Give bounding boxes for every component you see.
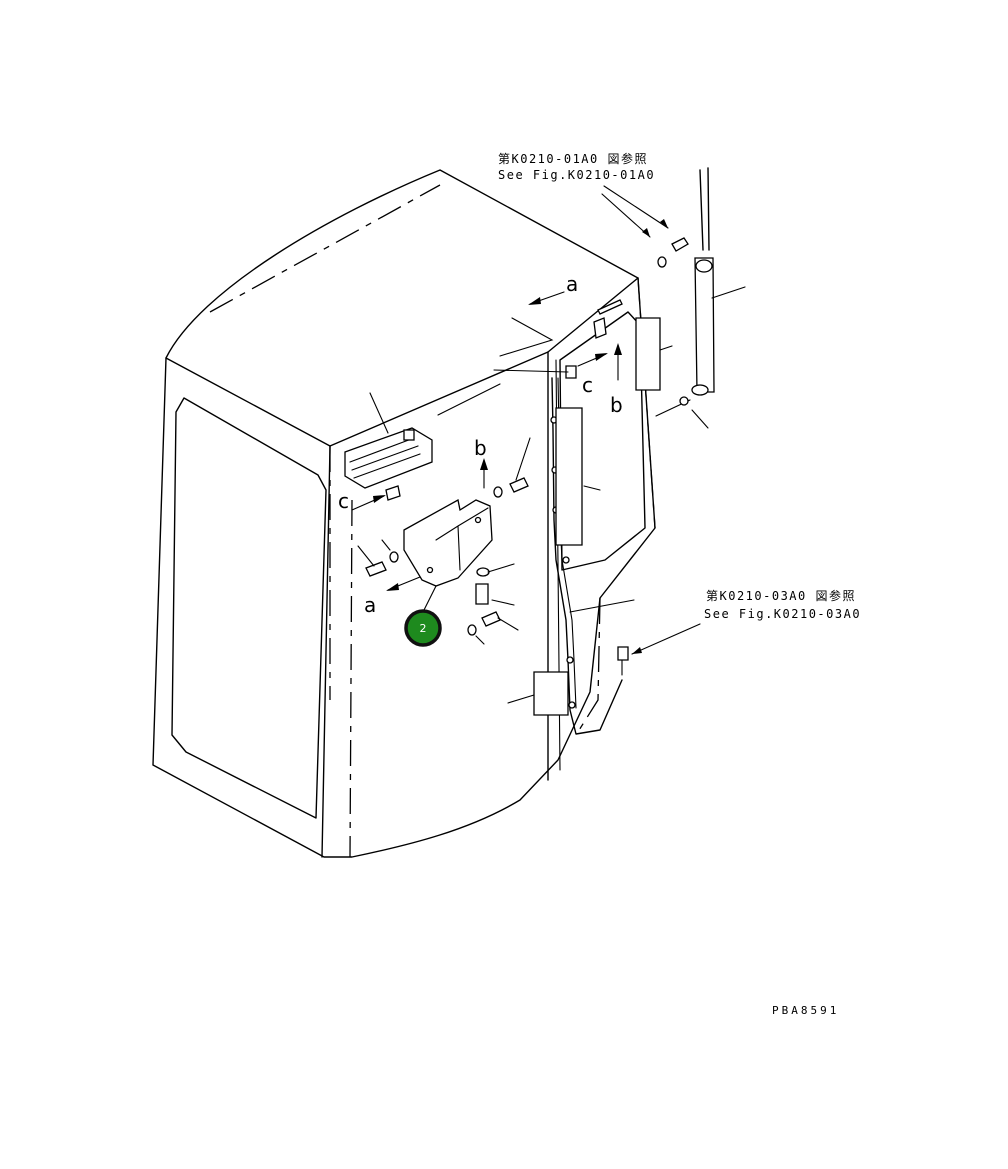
bolt-icon <box>671 237 689 252</box>
side-rear-dash <box>349 499 353 858</box>
antenna-leader <box>711 286 746 299</box>
roof-edge-line <box>165 277 639 447</box>
harness-leader <box>569 599 635 613</box>
part-callout-badge[interactable]: 2 <box>404 609 442 647</box>
radio-knob <box>403 429 415 441</box>
bolt-vertical-leader <box>491 599 515 606</box>
bolt-leader-left <box>357 539 391 567</box>
bolt-vertical <box>475 583 489 605</box>
radio-face-lines <box>349 437 421 479</box>
radio-unit <box>344 427 433 489</box>
label-b-right: b <box>610 393 623 417</box>
cab-body <box>152 169 656 858</box>
antenna-whip <box>699 167 710 251</box>
roof-center-dash <box>209 184 441 313</box>
roof-hinge <box>597 299 623 315</box>
bracket-plate-leader <box>659 345 673 351</box>
washer-leader <box>487 563 515 573</box>
front-door-dash <box>575 597 601 736</box>
antenna-base <box>691 384 709 396</box>
front-window <box>559 311 646 571</box>
antenna-nut <box>679 396 689 406</box>
antenna-assembly <box>635 167 746 429</box>
bracket-hole <box>426 566 434 574</box>
label-b-center: b <box>474 436 487 460</box>
harness-lower-leader <box>507 694 535 704</box>
ref-right-jp: 第K0210-03A0 図参照 <box>706 588 856 603</box>
left-window <box>171 397 327 819</box>
clip-icon <box>562 556 570 564</box>
washer-icon <box>476 567 490 577</box>
bracket-hole <box>474 516 482 524</box>
harness-cover-lower <box>533 671 569 716</box>
arrowhead-icon <box>614 343 622 355</box>
arrowhead-icon <box>373 495 386 503</box>
arrowhead-icon <box>660 219 668 228</box>
part-leader-2 <box>437 383 501 416</box>
clip-icon <box>568 701 576 709</box>
direction-arrows <box>351 291 623 591</box>
harness-main <box>551 377 623 735</box>
roof-clip <box>593 317 607 339</box>
arrowhead-icon <box>642 228 650 237</box>
ref-arrow-right <box>631 623 701 655</box>
side-panel-edge <box>321 445 331 858</box>
bolt-icon <box>481 611 501 627</box>
callout-circle <box>404 609 442 647</box>
ref-top-en: See Fig.K0210-01A0 <box>498 168 655 182</box>
washer-icon <box>389 551 399 563</box>
radio-leader <box>369 392 389 434</box>
bracket-fold <box>435 507 489 571</box>
washer-icon <box>467 624 477 636</box>
arrowhead-icon <box>386 583 399 591</box>
arrow-a-top-bracket <box>499 317 554 357</box>
connector-icon <box>617 646 629 661</box>
connector-small <box>565 365 577 379</box>
clip-icon <box>566 656 574 664</box>
antenna-cap <box>695 259 713 273</box>
connector-leader <box>493 369 569 373</box>
wiring-harness <box>493 365 701 735</box>
arrowhead-icon <box>632 647 642 654</box>
label-a-bottom: a <box>364 593 376 617</box>
label-c-left: c <box>338 489 349 513</box>
bolt-lower-leader <box>475 617 519 645</box>
antenna-mount <box>694 257 715 393</box>
harness-cover-leader <box>583 485 601 491</box>
ref-arrow-1 <box>601 193 651 238</box>
arrowhead-icon <box>480 458 488 470</box>
label-a-top: a <box>566 272 578 296</box>
washer-icon <box>657 256 667 268</box>
washer-icon <box>493 486 503 498</box>
ref-arrow-2 <box>603 185 669 229</box>
arrowhead-icon <box>528 297 541 305</box>
drawing-code: PBA8591 <box>772 1004 839 1017</box>
mount-bracket <box>403 498 493 587</box>
bracket-plate <box>635 317 661 391</box>
harness-cover-upper <box>555 407 583 546</box>
ref-top-jp: 第K0210-01A0 図参照 <box>498 151 648 166</box>
ref-right-en: See Fig.K0210-03A0 <box>704 607 861 621</box>
bolt-icon <box>509 477 529 493</box>
antenna-base-leader <box>691 409 709 429</box>
front-right-dash <box>637 277 656 529</box>
callout-number: 2 <box>420 622 427 635</box>
arrowhead-icon <box>595 353 608 361</box>
radio-bracket-group <box>344 383 531 645</box>
clip-bracket <box>385 485 401 501</box>
callout-leader <box>422 585 437 613</box>
bolt-leader <box>515 437 531 481</box>
bolt-icon <box>365 561 387 577</box>
label-c-right: c <box>582 373 593 397</box>
